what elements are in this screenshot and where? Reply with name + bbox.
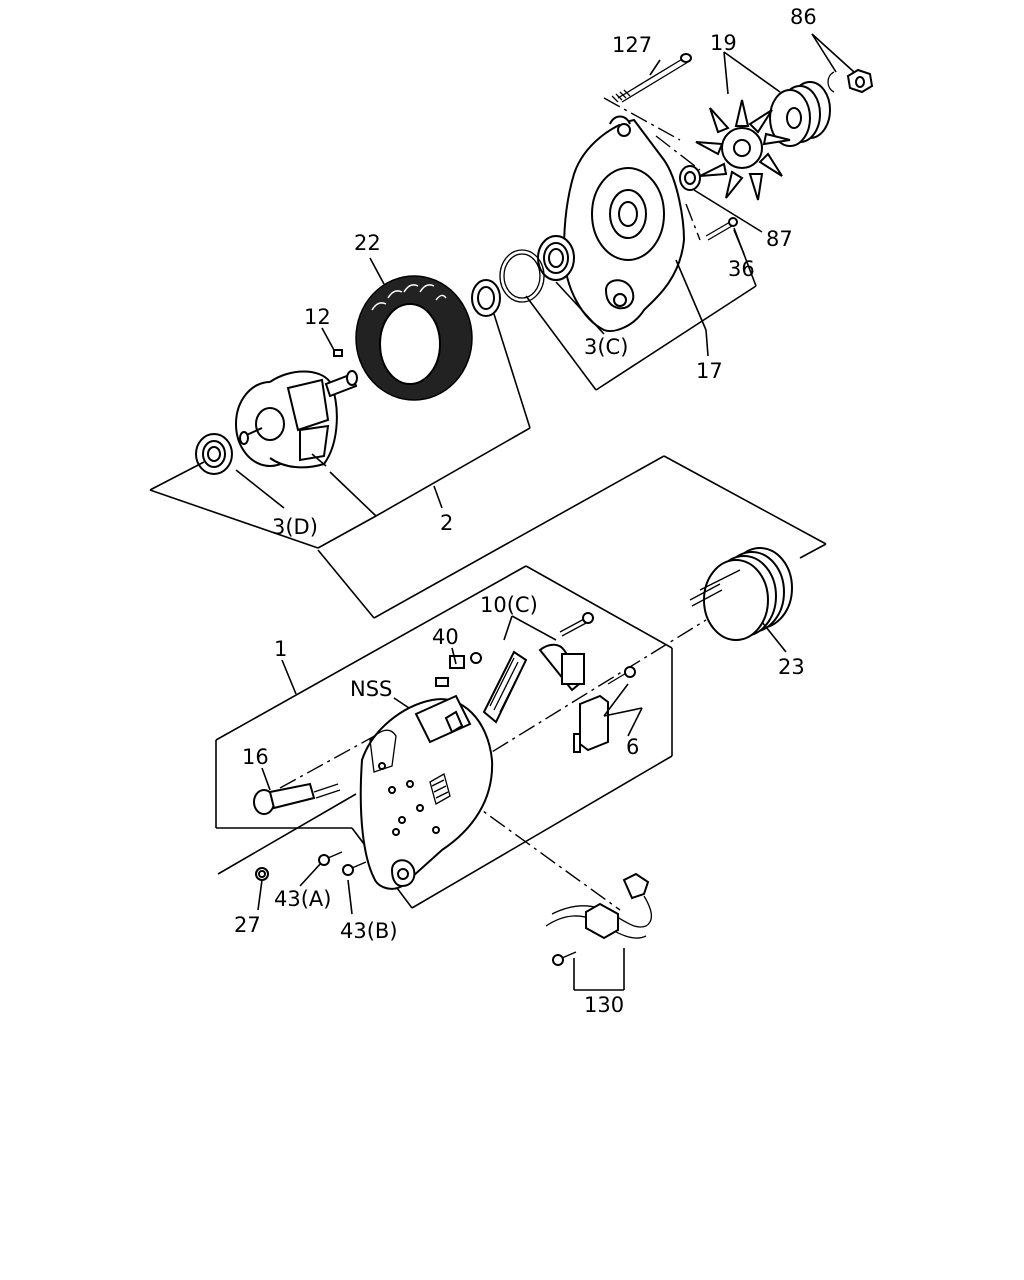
screw-43a xyxy=(318,851,343,866)
callout-10c: 10(C) xyxy=(480,593,538,617)
callout-40: 40 xyxy=(432,625,459,649)
callout-130: 130 xyxy=(584,993,624,1017)
bolt-127 xyxy=(611,53,692,103)
callout-6: 6 xyxy=(626,735,639,759)
callout-87: 87 xyxy=(766,227,793,251)
pulley-23 xyxy=(689,547,793,641)
screw-36 xyxy=(705,217,738,241)
callout-43b: 43(B) xyxy=(340,919,398,943)
callout-36: 36 xyxy=(728,257,755,281)
callout-22: 22 xyxy=(354,231,381,255)
retaining-ring xyxy=(499,249,545,303)
bearing-3c xyxy=(537,235,575,281)
callout-27: 27 xyxy=(234,913,261,937)
callout-16: 16 xyxy=(242,745,269,769)
callout-86: 86 xyxy=(790,5,817,29)
callout-nss: NSS xyxy=(350,677,392,701)
stator-icon xyxy=(355,275,473,401)
callout-43a: 43(A) xyxy=(274,887,331,911)
condenser-6 xyxy=(573,666,636,753)
terminal-16 xyxy=(253,782,341,815)
callout-12: 12 xyxy=(304,305,331,329)
leader-lines-top xyxy=(149,33,855,549)
clip-40 xyxy=(435,652,482,687)
callout-3d: 3(D) xyxy=(272,515,318,539)
collar xyxy=(471,279,501,317)
spacer-87 xyxy=(679,165,701,191)
screw-10c xyxy=(559,612,594,637)
screw-43b xyxy=(342,861,367,876)
callout-1: 1 xyxy=(274,637,287,661)
nut-27 xyxy=(255,867,269,881)
rotor-icon xyxy=(235,370,358,469)
callout-19: 19 xyxy=(710,31,737,55)
callout-23: 23 xyxy=(778,655,805,679)
fan-icon xyxy=(695,99,791,201)
callout-2: 2 xyxy=(440,511,453,535)
key-12 xyxy=(333,349,343,357)
nut-86 xyxy=(827,68,874,94)
bearing-3d xyxy=(195,433,233,475)
callout-127: 127 xyxy=(612,33,652,57)
pulley-icon xyxy=(769,81,831,147)
front-housing-icon xyxy=(562,115,686,332)
callout-3c: 3(C) xyxy=(584,335,628,359)
callout-17: 17 xyxy=(696,359,723,383)
frame-lines xyxy=(215,455,827,909)
regulator xyxy=(482,643,586,724)
rear-housing-icon xyxy=(359,694,494,890)
harness-130 xyxy=(545,872,652,966)
